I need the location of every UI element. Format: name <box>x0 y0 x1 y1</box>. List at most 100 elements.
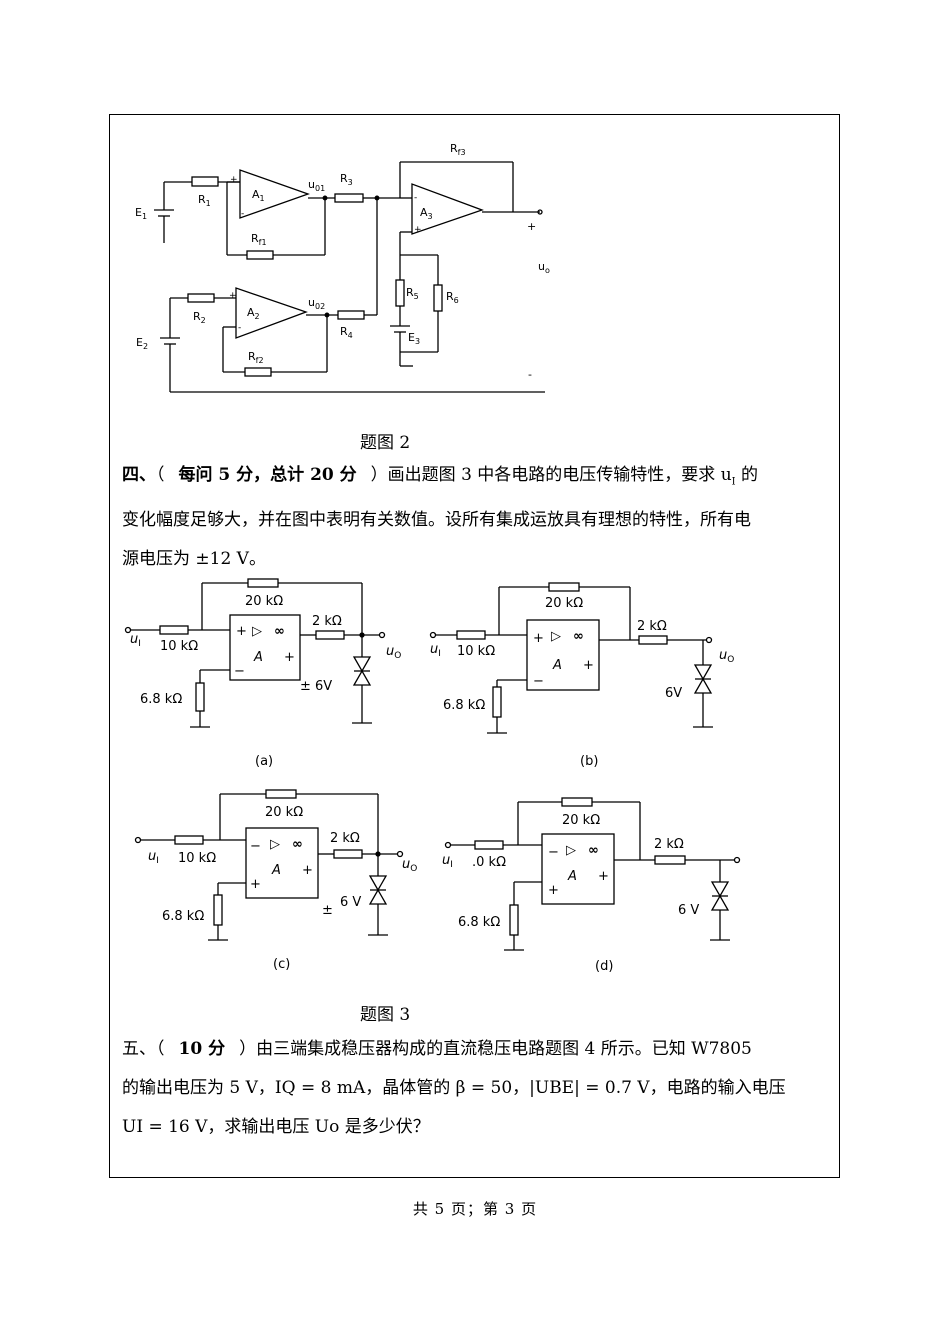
svg-text:+: + <box>250 877 261 892</box>
svg-text:10 kΩ: 10 kΩ <box>178 851 216 866</box>
svg-text:6V: 6V <box>665 686 682 701</box>
figure-2-caption: 题图 2 <box>360 433 411 453</box>
svg-text:R6: R6 <box>446 290 459 305</box>
svg-text:10 kΩ: 10 kΩ <box>160 639 198 654</box>
svg-text:E1: E1 <box>135 206 147 221</box>
svg-text:+: + <box>236 624 247 639</box>
figure-2-labels: Rf3 R3 u01 R1 A1 A3 E1 Rf1 + uo R5 R6 u0… <box>135 142 550 381</box>
svg-text:R2: R2 <box>193 310 206 325</box>
question-4-line-3: 源电压为 ±12 V。 <box>122 549 266 570</box>
question-5-text: 由三端集成稳压器构成的直流稳压电路题图 4 所示。已知 W7805 <box>256 1039 752 1059</box>
question-4: 四、（ 每问 5 分，总计 20 分 ）画出题图 3 中各电路的电压传输特性，要求 … <box>122 456 834 579</box>
svg-text:∞: ∞ <box>588 843 599 858</box>
svg-text:-: - <box>241 209 244 219</box>
svg-text:±: ± <box>322 903 333 918</box>
svg-text:+: + <box>533 631 544 646</box>
svg-text:uI: uI <box>148 849 159 866</box>
svg-text:−: − <box>548 845 559 860</box>
svg-text:E3: E3 <box>408 331 420 346</box>
svg-text:.0 kΩ: .0 kΩ <box>472 855 506 870</box>
svg-text:∞: ∞ <box>274 624 285 639</box>
svg-text:+: + <box>284 650 295 665</box>
paren-close: ） <box>239 1039 257 1059</box>
svg-text:20 kΩ: 20 kΩ <box>245 594 283 609</box>
svg-text:∞: ∞ <box>292 837 303 852</box>
svg-text:A2: A2 <box>247 306 260 321</box>
svg-text:2 kΩ: 2 kΩ <box>637 619 667 634</box>
svg-text:A: A <box>552 658 562 673</box>
svg-text:uI: uI <box>442 853 453 870</box>
question-4-text: 画出题图 3 中各电路的电压传输特性，要求 u <box>387 465 732 485</box>
svg-text:(b): (b) <box>580 754 598 769</box>
circuit-c <box>134 789 404 941</box>
question-5-score: 10 分 <box>178 1039 226 1059</box>
question-4-score: 每问 5 分，总计 20 分 <box>178 465 357 485</box>
paren-open: （ <box>156 465 165 485</box>
page-footer: 共 5 页；第 3 页 <box>412 1200 538 1218</box>
svg-text:+: + <box>598 869 609 884</box>
svg-text:Rf2: Rf2 <box>248 350 264 365</box>
circuit-b <box>429 582 713 734</box>
question-5-line-2: 的输出电压为 5 V，IQ = 8 mA，晶体管的 β = 50，|UBE| =… <box>122 1078 786 1098</box>
question-4-line-2: 变化幅度足够大，并在图中表明有关数值。设所有集成运放具有理想的特性，所有电 <box>122 510 751 531</box>
question-5-line-1: 五、（ 10 分 ）由三端集成稳压器构成的直流稳压电路题图 4 所示。已知 W780… <box>122 1030 834 1069</box>
svg-text:6 V: 6 V <box>340 895 361 910</box>
svg-text:+: + <box>414 225 422 235</box>
svg-text:+: + <box>302 863 313 878</box>
svg-text:▷: ▷ <box>566 843 576 858</box>
svg-text:20 kΩ: 20 kΩ <box>562 813 600 828</box>
question-4-tail: 的 <box>735 465 759 485</box>
svg-text:u02: u02 <box>308 296 325 311</box>
svg-text:uI: uI <box>130 632 141 649</box>
paren-open: （ <box>156 1039 165 1059</box>
circuit-d <box>444 797 741 951</box>
svg-text:-: - <box>528 368 532 381</box>
figure-3-caption: 题图 3 <box>360 1005 411 1025</box>
svg-text:+: + <box>548 883 559 898</box>
figure-3-labels: 20 kΩ uI 10 kΩ + ▷ ∞ A + − 2 kΩ uO ± 6V … <box>130 594 734 974</box>
svg-text:2 kΩ: 2 kΩ <box>654 837 684 852</box>
svg-text:+: + <box>229 291 237 301</box>
question-5-number: 五、 <box>122 1039 156 1059</box>
svg-text:uI: uI <box>430 642 441 659</box>
svg-text:▷: ▷ <box>551 629 561 644</box>
svg-text:R3: R3 <box>340 172 353 187</box>
question-frame <box>109 114 840 1178</box>
svg-text:6.8 kΩ: 6.8 kΩ <box>458 915 500 930</box>
paren-close: ） <box>370 465 388 485</box>
svg-text:A: A <box>253 650 263 665</box>
question-5-line-3: UI = 16 V，求输出电压 Uo 是多少伏？ <box>122 1117 430 1137</box>
svg-text:(c): (c) <box>273 957 290 972</box>
svg-text:6.8 kΩ: 6.8 kΩ <box>443 698 485 713</box>
svg-text:+: + <box>583 658 594 673</box>
svg-text:A1: A1 <box>252 188 265 203</box>
question-4-line-1: 四、（ 每问 5 分，总计 20 分 ）画出题图 3 中各电路的电压传输特性，要求 … <box>122 456 834 501</box>
question-4-number: 四、 <box>122 465 156 485</box>
svg-text:(d): (d) <box>595 959 613 974</box>
svg-text:−: − <box>250 839 261 854</box>
figure-3-circuits <box>124 578 741 951</box>
svg-text:−: − <box>533 674 544 689</box>
circuit-a <box>124 578 386 728</box>
question-5: 五、（ 10 分 ）由三端集成稳压器构成的直流稳压电路题图 4 所示。已知 W780… <box>122 1030 834 1147</box>
svg-text:E2: E2 <box>136 336 148 351</box>
svg-text:20 kΩ: 20 kΩ <box>265 805 303 820</box>
figure-2-circuit <box>154 161 545 393</box>
svg-text:Rf1: Rf1 <box>251 232 267 247</box>
svg-text:A3: A3 <box>420 206 433 221</box>
svg-text:▷: ▷ <box>270 837 280 852</box>
svg-text:± 6V: ± 6V <box>300 679 332 694</box>
svg-text:uo: uo <box>538 260 550 275</box>
svg-text:Rf3: Rf3 <box>450 142 466 157</box>
svg-text:-: - <box>414 193 417 203</box>
svg-text:−: − <box>234 664 245 679</box>
svg-text:R5: R5 <box>406 286 419 301</box>
svg-text:6.8 kΩ: 6.8 kΩ <box>162 909 204 924</box>
svg-text:(a): (a) <box>255 754 273 769</box>
svg-text:R1: R1 <box>198 193 211 208</box>
svg-text:2 kΩ: 2 kΩ <box>312 614 342 629</box>
svg-text:▷: ▷ <box>252 624 262 639</box>
svg-text:2 kΩ: 2 kΩ <box>330 831 360 846</box>
svg-text:20 kΩ: 20 kΩ <box>545 596 583 611</box>
svg-text:10 kΩ: 10 kΩ <box>457 644 495 659</box>
